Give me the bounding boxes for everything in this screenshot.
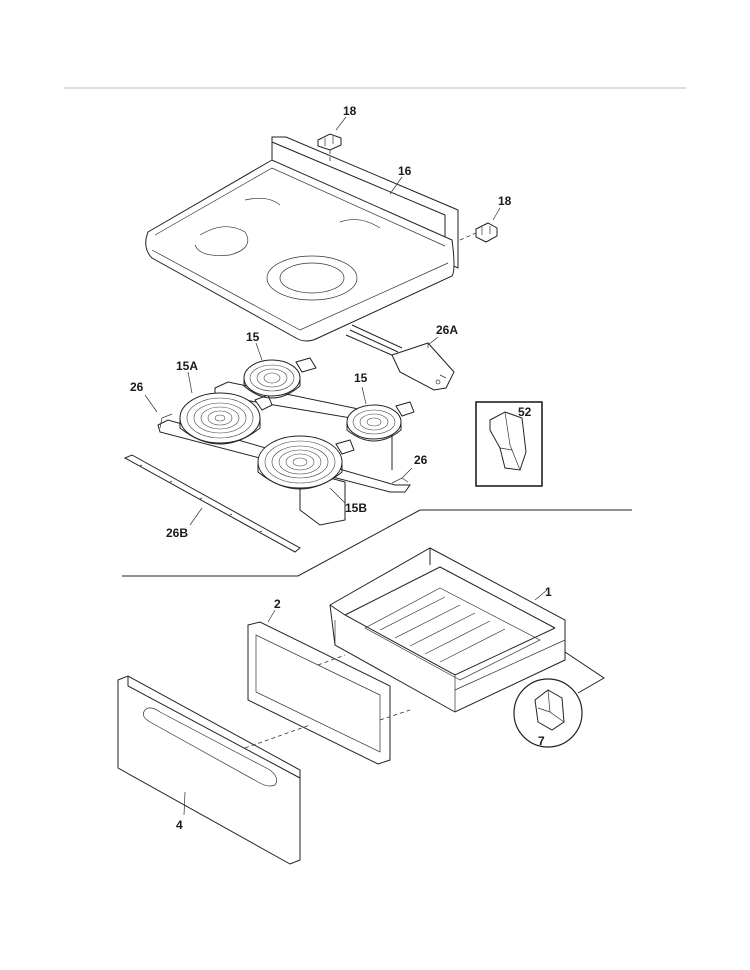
assembly-line-2 bbox=[379, 709, 411, 721]
label-drawer-body: 1 bbox=[545, 585, 552, 599]
assembly-line-3 bbox=[317, 654, 346, 666]
label-strip: 26B bbox=[166, 526, 188, 540]
label-element-front-right: 15B bbox=[345, 501, 367, 515]
label-drawer-front: 4 bbox=[176, 818, 183, 832]
section-divider bbox=[122, 509, 632, 577]
label-right-bracket: 18 bbox=[498, 194, 512, 208]
strip bbox=[123, 454, 301, 553]
label-cooktop: 16 bbox=[398, 164, 412, 178]
harness bbox=[345, 324, 455, 391]
label-rail-left: 26 bbox=[130, 380, 144, 394]
right-bracket bbox=[459, 207, 501, 243]
label-element-rear-right: 15 bbox=[354, 371, 368, 385]
label-inset-part: 52 bbox=[518, 405, 532, 419]
drawer-gasket bbox=[247, 609, 391, 765]
label-element-front-left: 15A bbox=[176, 359, 198, 373]
label-drawer-gasket: 2 bbox=[274, 597, 281, 611]
element-rear-right bbox=[346, 386, 415, 442]
assembly-line-1 bbox=[244, 724, 311, 749]
element-rear-left bbox=[243, 342, 317, 399]
label-element-rear-left: 15 bbox=[246, 330, 260, 344]
drawer-front bbox=[117, 675, 301, 865]
label-top-bracket: 18 bbox=[343, 104, 357, 118]
cooktop bbox=[145, 136, 459, 342]
drawer-clip bbox=[513, 651, 605, 748]
element-front-left bbox=[179, 371, 273, 445]
inset-part bbox=[475, 401, 543, 487]
element-front-right bbox=[257, 435, 355, 504]
label-rail-right: 26 bbox=[414, 453, 428, 467]
label-harness: 26A bbox=[436, 323, 458, 337]
drawer-body bbox=[329, 547, 566, 713]
label-drawer-clip: 7 bbox=[538, 734, 545, 748]
top-bracket bbox=[317, 116, 347, 162]
